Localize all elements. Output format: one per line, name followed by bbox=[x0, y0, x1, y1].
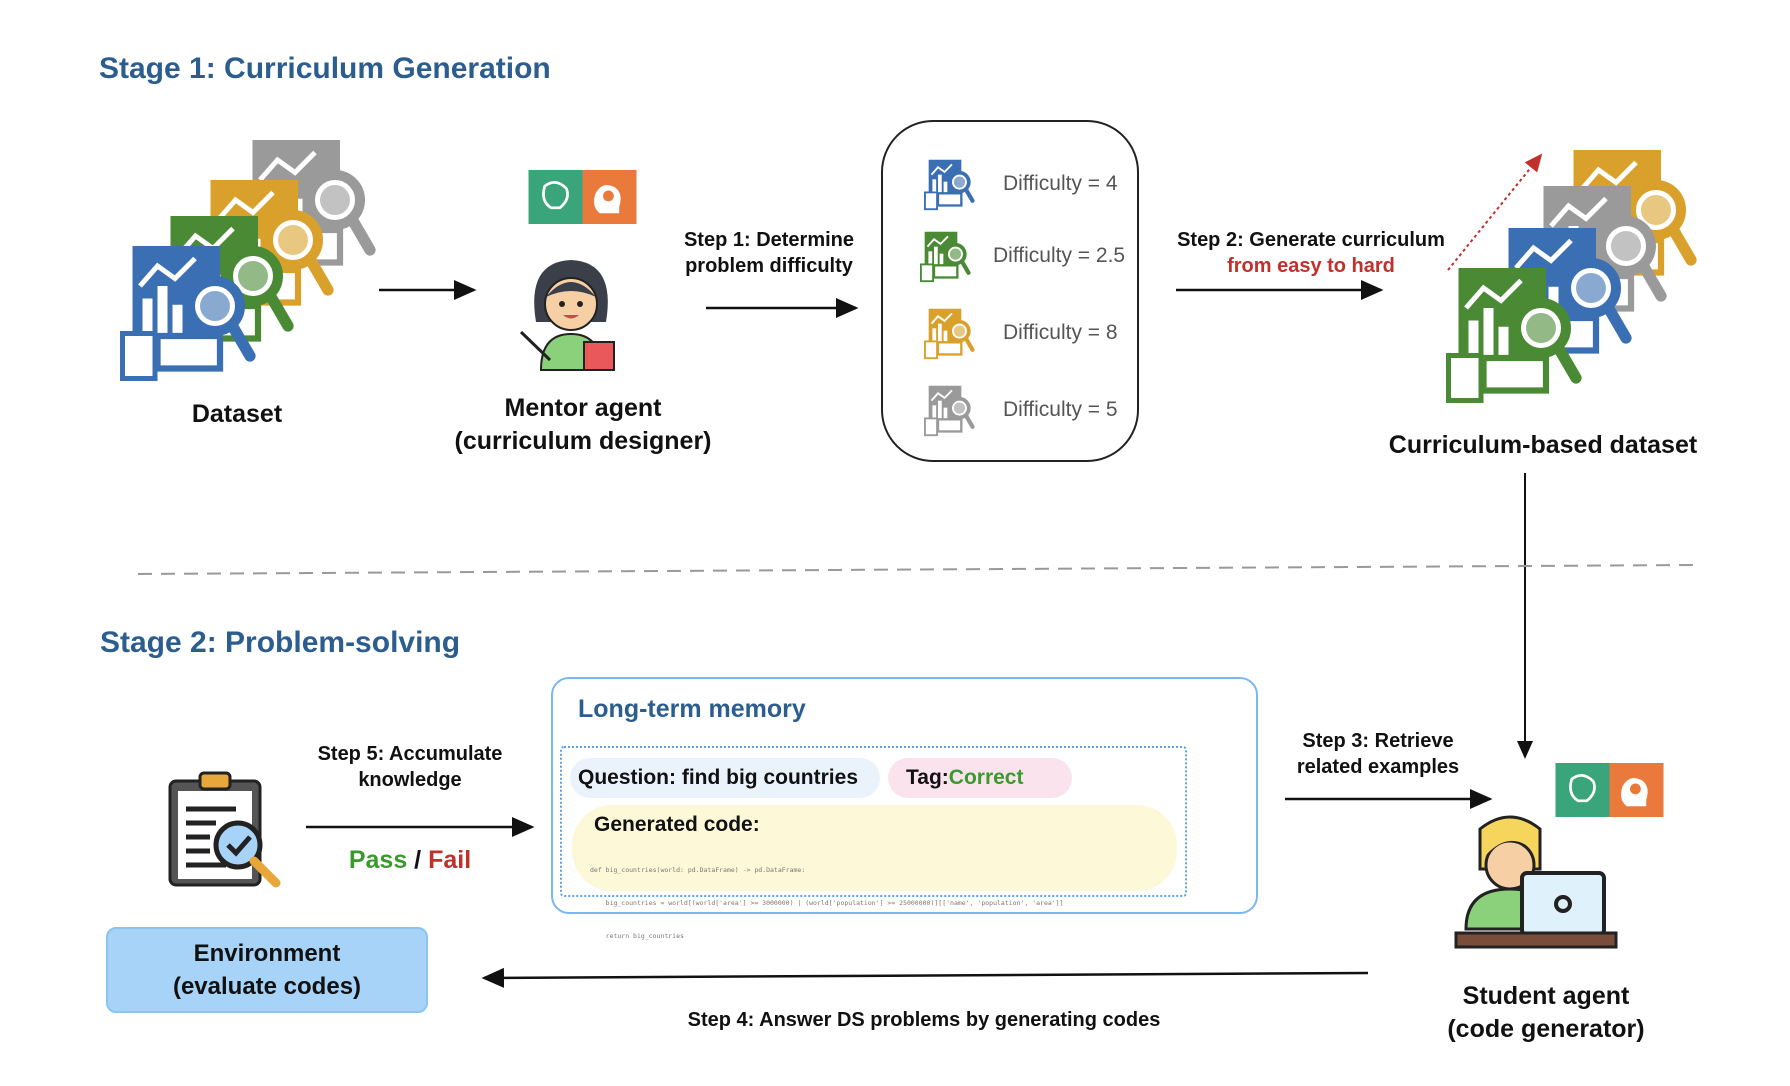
document-chart-icon bbox=[923, 382, 981, 438]
step2-label: Step 2: Generate curriculum from easy to… bbox=[1156, 227, 1466, 279]
dataset-icon bbox=[120, 130, 390, 380]
student-label-line2: (code generator) bbox=[1447, 1015, 1645, 1043]
difficulty-text: Difficulty = 4 bbox=[1003, 172, 1118, 195]
difficulty-text: Difficulty = 8 bbox=[1003, 321, 1118, 344]
step2-line1: Step 2: Generate curriculum bbox=[1177, 229, 1445, 251]
difficulty-item: Difficulty = 2.5 bbox=[919, 228, 1125, 284]
curriculum-dataset-label: Curriculum-based dataset bbox=[1388, 431, 1698, 459]
difficulty-box: Difficulty = 4 Difficulty = 2.5 Difficul… bbox=[881, 120, 1139, 462]
code-line: def big_countries(world: pd.DataFrame) -… bbox=[590, 866, 806, 874]
tag-label: Tag: bbox=[906, 766, 949, 789]
document-chart-icon bbox=[923, 305, 981, 361]
mentor-label-line2: (curriculum designer) bbox=[454, 427, 712, 455]
long-term-memory-box: Long-term memory bbox=[551, 677, 1258, 914]
generated-code-area: Generated code: def big_countries(world:… bbox=[572, 805, 1177, 940]
step1-label: Step 1: Determine problem difficulty bbox=[649, 227, 889, 279]
code-line: return big_countries bbox=[590, 932, 684, 940]
stage-divider bbox=[137, 564, 1699, 575]
fail-text: Fail bbox=[428, 846, 472, 874]
pass-fail-label: Pass / Fail bbox=[310, 846, 510, 875]
question-pill: Question: find big countries bbox=[570, 758, 880, 798]
step3-label: Step 3: Retrieve related examples bbox=[1258, 728, 1498, 780]
slash-text: / bbox=[407, 846, 429, 874]
ai-agent-icon bbox=[528, 170, 637, 224]
document-chart-icon bbox=[919, 228, 977, 284]
step5-line1: Step 5: Accumulate bbox=[317, 743, 503, 765]
step5-label: Step 5: Accumulate knowledge bbox=[290, 741, 530, 793]
code-line: big_countries = world[(world['area'] >= … bbox=[590, 899, 1064, 907]
memory-entry: Question: find big countries Tag: Correc… bbox=[560, 746, 1187, 940]
step5-line2: knowledge bbox=[358, 769, 462, 791]
student-avatar-icon bbox=[1454, 815, 1618, 949]
memory-title: Long-term memory bbox=[578, 695, 806, 723]
student-label-line1: Student agent bbox=[1462, 982, 1630, 1010]
mentor-agent-label: Mentor agent (curriculum designer) bbox=[433, 392, 733, 458]
step3-line1: Step 3: Retrieve bbox=[1302, 730, 1454, 752]
difficulty-item: Difficulty = 5 bbox=[923, 382, 1118, 438]
difficulty-text: Difficulty = 2.5 bbox=[993, 244, 1126, 267]
environment-line2: (evaluate codes) bbox=[172, 973, 362, 1000]
step3-line2: related examples bbox=[1296, 756, 1460, 778]
difficulty-item: Difficulty = 4 bbox=[923, 156, 1118, 212]
stage2-title: Stage 2: Problem-solving bbox=[100, 626, 461, 659]
student-agent-label: Student agent (code generator) bbox=[1396, 980, 1696, 1046]
step1-line2: problem difficulty bbox=[685, 255, 853, 277]
generated-code-label: Generated code: bbox=[594, 813, 760, 836]
tag-pill: Tag: Correct bbox=[888, 758, 1072, 798]
mentor-avatar-icon bbox=[519, 260, 615, 371]
arrow-step4 bbox=[481, 967, 1369, 988]
mentor-label-line1: Mentor agent bbox=[504, 394, 662, 422]
arrow-easy-to-hard bbox=[1447, 153, 1543, 271]
environment-line1: Environment bbox=[193, 940, 341, 967]
environment-box: Environment (evaluate codes) bbox=[106, 927, 428, 1013]
clipboard-check-icon bbox=[168, 771, 281, 888]
difficulty-item: Difficulty = 8 bbox=[923, 305, 1118, 361]
step2-line2: from easy to hard bbox=[1227, 255, 1395, 277]
step4-label: Step 4: Answer DS problems by generating… bbox=[687, 1009, 1161, 1031]
document-chart-icon bbox=[923, 156, 981, 212]
step1-line1: Step 1: Determine bbox=[683, 229, 855, 251]
code-snippet: def big_countries(world: pd.DataFrame) -… bbox=[590, 843, 1064, 964]
curriculum-dataset-icon bbox=[1446, 140, 1716, 410]
dataset-label: Dataset bbox=[191, 400, 283, 428]
tag-value: Correct bbox=[948, 766, 1024, 789]
stage1-title: Stage 1: Curriculum Generation bbox=[99, 52, 551, 85]
pass-text: Pass bbox=[348, 846, 408, 874]
difficulty-text: Difficulty = 5 bbox=[1003, 398, 1118, 421]
